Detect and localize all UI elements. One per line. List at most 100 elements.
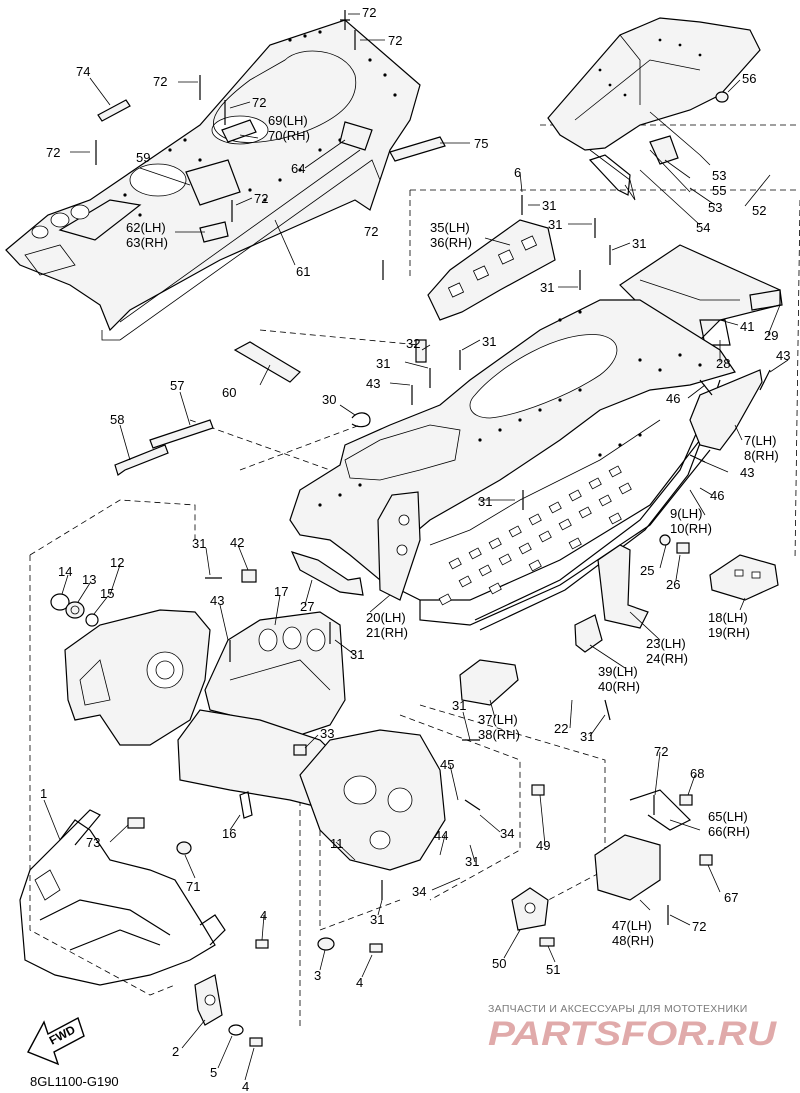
callout-54: 54 (696, 220, 710, 235)
callout-31: 31 (478, 494, 492, 509)
bolt-26 (676, 542, 690, 554)
callout-55: 55 (712, 183, 726, 198)
callout-45: 45 (440, 757, 454, 772)
bearing-14 (50, 593, 70, 611)
callout-74: 74 (76, 64, 90, 79)
bolt-4-mid (369, 943, 383, 953)
bracket-7-8 (689, 369, 763, 451)
grommet-71 (176, 841, 192, 855)
callout-60: 60 (222, 385, 236, 400)
callout-31: 31 (376, 356, 390, 371)
callout-53: 53 (708, 200, 722, 215)
plate-39-40 (574, 614, 603, 653)
nut-25 (659, 534, 671, 546)
bracket-23-24 (597, 544, 649, 629)
callout-72: 72 (254, 191, 268, 206)
strip-74 (97, 99, 131, 122)
leader-lines (43, 13, 789, 1081)
callout-31: 31 (540, 280, 554, 295)
callout-18-lh: 18(LH) (708, 610, 748, 625)
callout-4: 4 (356, 975, 363, 990)
callout-46: 46 (666, 391, 680, 406)
callout-75: 75 (474, 136, 488, 151)
callout-labels: 72 72 74 72 72 69(LH) 70(RH) 72 59 64 75… (40, 5, 790, 1093)
callout-4: 4 (242, 1079, 249, 1093)
callout-9-lh: 9(LH) (670, 506, 703, 521)
callout-57: 57 (170, 378, 184, 393)
callout-72: 72 (692, 919, 706, 934)
bracket-65-66 (629, 789, 692, 831)
bracket-50 (511, 887, 549, 931)
callout-27: 27 (300, 599, 314, 614)
callout-31: 31 (482, 334, 496, 349)
callout-64: 64 (291, 161, 305, 176)
tunnel-grid-holes (438, 465, 632, 606)
callout-49: 49 (536, 838, 550, 853)
callout-44: 44 (434, 828, 448, 843)
callout-73: 73 (86, 835, 100, 850)
callout-46: 46 (710, 488, 724, 503)
callout-29: 29 (764, 328, 778, 343)
callout-50: 50 (492, 956, 506, 971)
bracket-69-70 (221, 119, 257, 143)
callout-34: 34 (500, 826, 514, 841)
callout-61: 61 (296, 264, 310, 279)
skid-plate-47-48 (594, 834, 661, 901)
callout-13: 13 (82, 572, 96, 587)
callout-40-rh: 40(RH) (598, 679, 640, 694)
strip-57 (149, 419, 214, 449)
callout-38-rh: 38(RH) (478, 727, 520, 742)
callout-2: 2 (172, 1044, 179, 1059)
callout-32: 32 (406, 336, 420, 351)
callout-70-rh: 70(RH) (268, 128, 310, 143)
callout-67: 67 (724, 890, 738, 905)
bolt-67 (699, 854, 713, 866)
bracket-64 (339, 121, 373, 151)
bracket-2 (194, 974, 223, 1026)
nut-56 (715, 91, 729, 103)
callout-14: 14 (58, 564, 72, 579)
plate-37-38 (459, 659, 519, 706)
callout-72: 72 (252, 95, 266, 110)
rear-flap-52 (547, 17, 761, 201)
bolt-51 (539, 937, 555, 947)
callout-43: 43 (776, 348, 790, 363)
callout-3: 3 (314, 968, 321, 983)
callout-8-rh: 8(RH) (744, 448, 779, 463)
callout-30: 30 (322, 392, 336, 407)
callout-15: 15 (100, 586, 114, 601)
plate-59 (185, 159, 241, 206)
bracket-35-36 (427, 219, 556, 321)
callout-37-lh: 37(LH) (478, 712, 518, 727)
callout-28: 28 (716, 356, 730, 371)
washer-15 (85, 613, 99, 627)
callout-51: 51 (546, 962, 560, 977)
callout-4: 4 (260, 908, 267, 923)
callout-53: 53 (712, 168, 726, 183)
rivets (95, 10, 771, 925)
callout-71: 71 (186, 879, 200, 894)
callout-36-rh: 36(RH) (430, 235, 472, 250)
callout-31: 31 (370, 912, 384, 927)
callout-72: 72 (46, 145, 60, 160)
callout-31: 31 (632, 236, 646, 251)
rail-60 (233, 341, 301, 383)
callout-63-rh: 63(RH) (126, 235, 168, 250)
watermark: ЗАПЧАСТИ И АКСЕССУАРЫ ДЛЯ МОТОТЕХНИКИ PA… (488, 1003, 778, 1053)
diagram-code: 8GL1100-G190 (30, 1074, 119, 1089)
callout-31: 31 (192, 536, 206, 551)
callout-35-lh: 35(LH) (430, 220, 470, 235)
assembly-outline-front (29, 329, 606, 1030)
callout-72: 72 (388, 33, 402, 48)
callout-23-lh: 23(LH) (646, 636, 686, 651)
callout-16: 16 (222, 826, 236, 841)
callout-17: 17 (274, 584, 288, 599)
callout-6: 6 (514, 165, 521, 180)
callout-19-rh: 19(RH) (708, 625, 750, 640)
callout-20-lh: 20(LH) (366, 610, 406, 625)
callout-7-lh: 7(LH) (744, 433, 777, 448)
callout-72: 72 (362, 5, 376, 20)
callout-5: 5 (210, 1065, 217, 1080)
callout-31: 31 (350, 647, 364, 662)
callout-43: 43 (740, 465, 754, 480)
